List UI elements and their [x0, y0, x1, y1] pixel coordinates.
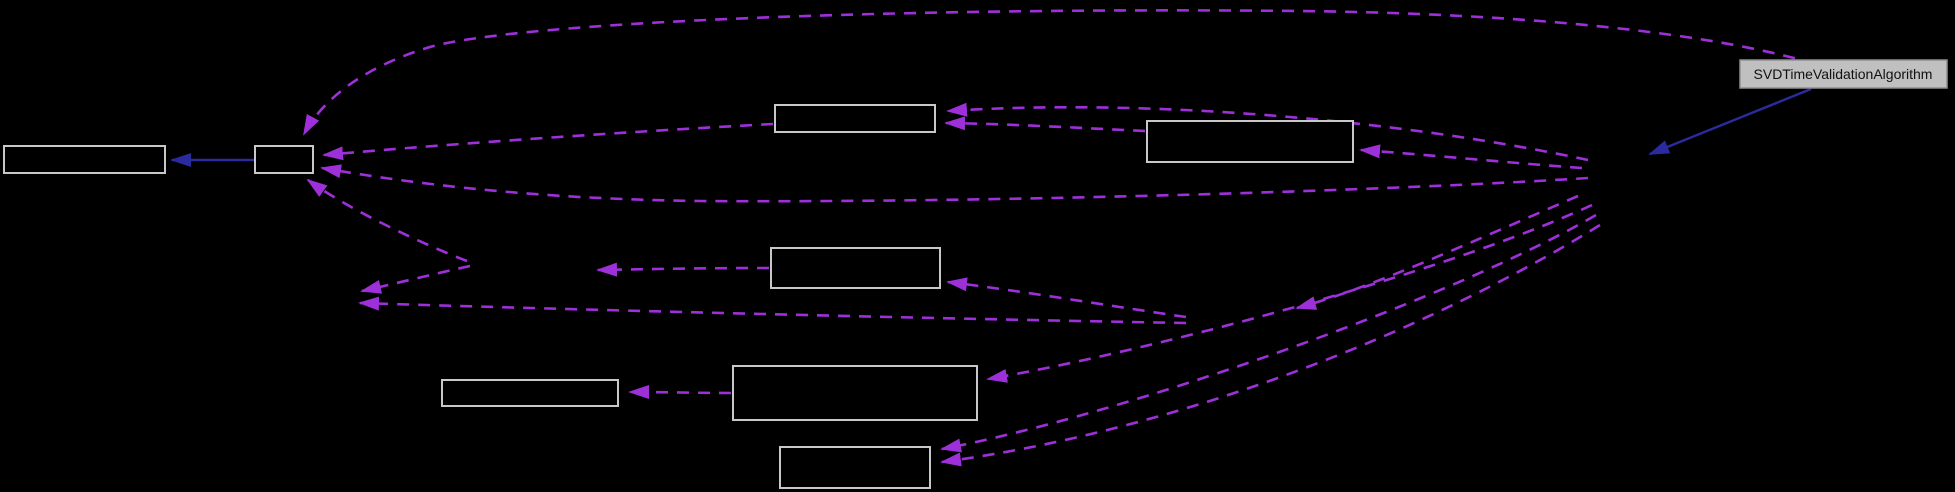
usage-edge-n8-upper: [940, 213, 1597, 453]
graph-nodes: [3, 104, 1354, 489]
usage-edge-stub-lower: [358, 296, 1187, 325]
usage-edge-n8-lower: [940, 223, 1601, 467]
usage-edges: [302, 9, 1816, 467]
usage-edge-right-n3: [946, 102, 1589, 162]
inheritance-edge-highlighted: [1648, 87, 1812, 156]
inheritance-edges: [170, 87, 1812, 167]
usage-edge-n7: [986, 203, 1593, 383]
node-4[interactable]: [1146, 120, 1354, 163]
usage-edge-right-n2: [320, 164, 1589, 203]
highlighted-node-box[interactable]: [1739, 59, 1948, 89]
node-5[interactable]: [770, 247, 941, 289]
highlighted-node[interactable]: SVDTimeValidationAlgorithm: [1739, 59, 1948, 89]
node-6[interactable]: [441, 379, 619, 407]
node-2[interactable]: [254, 145, 314, 174]
highlighted-node-label: SVDTimeValidationAlgorithm: [1754, 66, 1933, 82]
node-7[interactable]: [732, 365, 978, 421]
usage-edge-stub-upper: [360, 264, 471, 294]
usage-edge-right-mid: [1295, 194, 1579, 310]
node-3[interactable]: [774, 104, 936, 133]
usage-edge-n5-left: [596, 262, 770, 277]
usage-edge-n7-n6: [628, 385, 732, 400]
node-1[interactable]: [3, 145, 166, 174]
usage-edge-n4-n3: [944, 116, 1146, 133]
usage-edge-top-arc: [302, 9, 1816, 136]
usage-edge-mid-n2: [306, 178, 468, 263]
usage-edge-n4: [1359, 144, 1583, 170]
usage-edge-n5: [946, 277, 1187, 319]
node-8[interactable]: [779, 446, 931, 489]
